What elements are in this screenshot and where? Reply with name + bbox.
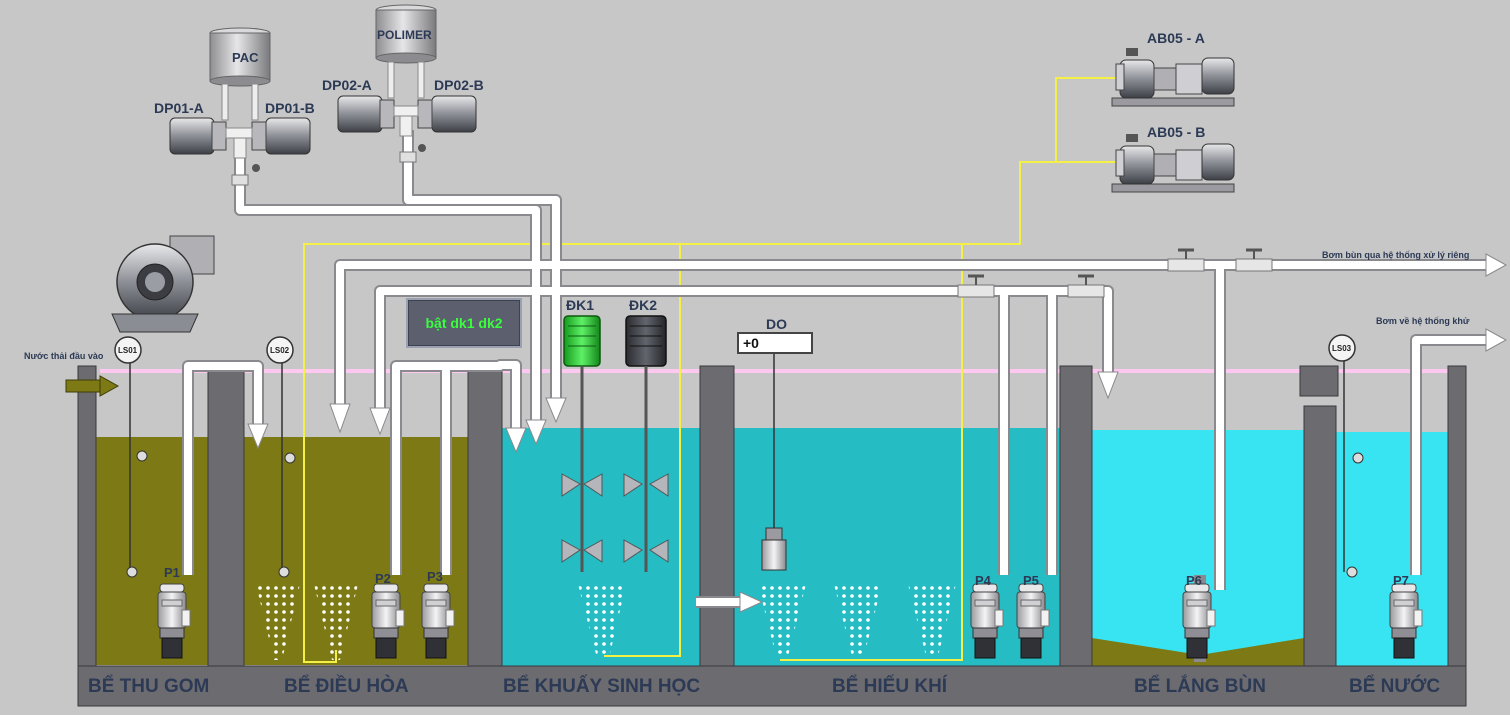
dosing-pump-dp01a	[169, 117, 227, 155]
ls02-label: LS02	[270, 346, 290, 355]
ls01-label: LS01	[118, 346, 138, 355]
tank-nuoc-label: BỂ NƯỚC	[1349, 676, 1441, 697]
diffuser-icon	[908, 584, 956, 656]
air-diffusers	[256, 584, 956, 660]
submersible-pump-p3	[421, 583, 455, 659]
blower-ab05a	[1111, 48, 1235, 107]
diffuser-icon	[834, 584, 882, 656]
inlet-note: Nước thải đầu vào	[24, 351, 104, 361]
dosing-pump-dp02b	[417, 95, 477, 133]
pac-tank	[209, 27, 271, 121]
submersible-pump-p4	[970, 583, 1004, 659]
tank-hieu-khi-label: BỂ HIẾU KHÍ	[832, 676, 948, 697]
p5-label: P5	[1023, 573, 1039, 588]
p4-label: P4	[975, 573, 991, 588]
diffuser-icon	[758, 584, 806, 656]
valve-icon	[957, 274, 995, 298]
p7-label: P7	[1393, 573, 1409, 588]
p3-label: P3	[427, 569, 443, 584]
level-switch-ls02	[266, 336, 296, 578]
tank-lang-bun-label: BỂ LẮNG BÙN	[1134, 676, 1266, 697]
p6-label: P6	[1186, 573, 1202, 588]
dk1-label: ĐK1	[566, 297, 595, 313]
submersible-pump-p7	[1389, 583, 1423, 659]
air-lines	[303, 77, 1160, 663]
start-mixers-button[interactable]: bật dk1 dk2	[406, 298, 522, 348]
level-switch-ls03	[1328, 334, 1364, 578]
inlet-arrow-icon	[99, 375, 120, 397]
submersible-pump-p6	[1182, 583, 1216, 659]
tank-khuay-label: BỂ KHUẤY SINH HỌC	[503, 676, 701, 697]
submersible-pump-p1	[157, 583, 191, 659]
p1-label: P1	[164, 565, 180, 580]
dosing-pump-dp01b	[251, 117, 311, 155]
valve-icon	[1235, 248, 1273, 272]
submersible-pump-p5	[1016, 583, 1050, 659]
submersible-pump-p2	[371, 583, 405, 659]
p2-label: P2	[375, 571, 391, 586]
dp02a-label: DP02-A	[322, 77, 372, 93]
valves	[957, 248, 1273, 298]
fan-blower-icon	[111, 235, 215, 333]
tank-dieu-hoa-label: BỂ ĐIỀU HÒA	[284, 676, 409, 697]
blower-ab05b	[1111, 134, 1235, 193]
polimer-tank	[375, 4, 437, 99]
do-probe-icon	[761, 527, 787, 571]
do-label: DO	[766, 316, 787, 332]
flow-arrows	[247, 253, 1508, 613]
polimer-label: POLIMER	[377, 28, 432, 42]
dp01a-label: DP01-A	[154, 100, 204, 116]
submersible-pumps	[157, 583, 1423, 659]
ab05b-label: AB05 - B	[1147, 124, 1206, 140]
sludge-out-note: Bơm bùn qua hệ thống xử lý riêng	[1322, 250, 1470, 260]
dp02b-label: DP02-B	[434, 77, 484, 93]
ab05a-label: AB05 - A	[1147, 30, 1205, 46]
pac-label: PAC	[232, 50, 259, 65]
do-value-display: +0	[737, 332, 813, 354]
diffuser-icon	[578, 584, 626, 654]
valve-icon	[1167, 248, 1205, 272]
dk2-label: ĐK2	[629, 297, 658, 313]
tank-thu-gom-label: BỂ THU GOM	[88, 676, 210, 697]
diffuser-icon	[314, 584, 358, 660]
tank-walls	[77, 365, 1467, 707]
ls03-label: LS03	[1332, 344, 1352, 353]
mixer-dk2	[623, 315, 669, 572]
dp01b-label: DP01-B	[265, 100, 315, 116]
valve-icon	[1067, 274, 1105, 298]
sludge-layer	[1092, 638, 1304, 668]
mixer-dk1	[561, 315, 603, 572]
water-out-note: Bơm về hệ thống khử	[1376, 316, 1470, 326]
diffuser-icon	[256, 584, 300, 660]
level-switch-ls01	[114, 336, 148, 578]
dosing-pump-dp02a	[337, 95, 395, 133]
